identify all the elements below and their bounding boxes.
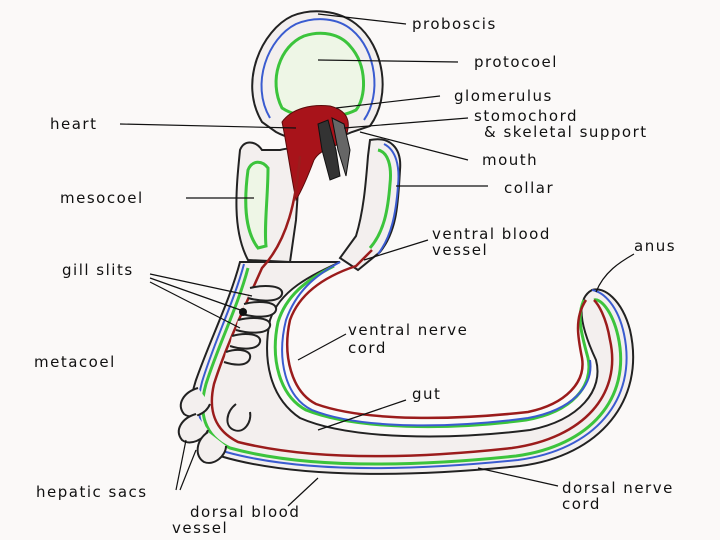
- label-heart: heart: [50, 115, 98, 133]
- leader-anus: [595, 253, 635, 293]
- mesocoel-cavity: [244, 160, 270, 250]
- label-dorsal-blood-vessel-1: dorsal blood: [190, 503, 301, 521]
- leader-gill-2: [149, 277, 247, 313]
- label-skeletal-support: & skeletal support: [484, 123, 648, 141]
- leader-ventral-blood: [363, 239, 429, 261]
- gill-slit-1: [247, 285, 284, 302]
- leader-gill-3: [149, 281, 241, 329]
- label-ventral-nerve-cord-2: cord: [348, 339, 387, 357]
- ventral-nerve-cord-line: [281, 261, 592, 427]
- label-glomerulus: glomerulus: [454, 87, 553, 105]
- leader-heart: [119, 123, 297, 129]
- trunk-coelom-outer: [201, 267, 623, 466]
- leader-lines: [119, 13, 635, 507]
- leader-hepatic-2: [179, 449, 197, 491]
- leader-glomerulus: [335, 95, 441, 109]
- gill-slit-2: [241, 301, 278, 318]
- collar-right-lip: [338, 138, 402, 272]
- hepatic-sac-1: [179, 387, 211, 418]
- leader-mouth: [359, 131, 469, 161]
- gill-slit-4: [229, 333, 262, 350]
- label-dorsal-blood-vessel-2: vessel: [172, 519, 229, 537]
- leader-gill-1: [149, 273, 253, 297]
- stomochord-shape: [317, 119, 341, 181]
- gill-slit-3: [235, 317, 272, 334]
- proboscis-nerve-layer: [260, 18, 376, 121]
- protocoel-cavity: [274, 31, 366, 119]
- label-dorsal-nerve-cord-1: dorsal nerve: [562, 479, 674, 497]
- label-anus: anus: [634, 237, 677, 255]
- label-proboscis: proboscis: [412, 15, 497, 33]
- gill-slit-5: [223, 349, 252, 366]
- label-mouth: mouth: [482, 151, 539, 169]
- leader-gut: [317, 399, 407, 431]
- dorsal-blood-vessel-line: [210, 155, 614, 458]
- label-metacoel: metacoel: [34, 353, 116, 371]
- label-collar: collar: [504, 179, 555, 197]
- leader-dorsal-blood: [287, 477, 319, 507]
- label-ventral-nerve-cord-1: ventral nerve: [348, 321, 469, 339]
- hepatic-sac-4: [226, 403, 252, 432]
- skeletal-support-shape: [331, 117, 351, 177]
- label-mesocoel: mesocoel: [60, 189, 144, 207]
- leader-dorsal-nerve: [477, 467, 559, 487]
- label-protocoel: protocoel: [474, 53, 558, 71]
- label-gut: gut: [412, 385, 442, 403]
- hepatic-sac-3: [196, 431, 227, 464]
- label-hepatic-sacs: hepatic sacs: [36, 483, 148, 501]
- gill-leader-dot: [239, 308, 247, 316]
- leader-hepatic-1: [175, 439, 187, 491]
- label-ventral-blood-vessel-1: ventral blood: [432, 225, 551, 243]
- leader-proboscis: [317, 13, 407, 25]
- label-ventral-blood-vessel-2: vessel: [432, 241, 489, 259]
- ventral-blood-vessel-line: [286, 249, 588, 420]
- label-dorsal-nerve-cord-2: cord: [562, 495, 601, 513]
- leader-stomochord: [343, 117, 469, 129]
- label-stomochord: stomochord: [474, 107, 579, 125]
- dorsal-nerve-cord-line: [197, 263, 628, 470]
- label-gill-slits: gill slits: [62, 261, 134, 279]
- collar-right-coelom: [368, 148, 392, 249]
- leader-ventral-nerve: [297, 333, 347, 361]
- leader-protocoel: [317, 59, 459, 63]
